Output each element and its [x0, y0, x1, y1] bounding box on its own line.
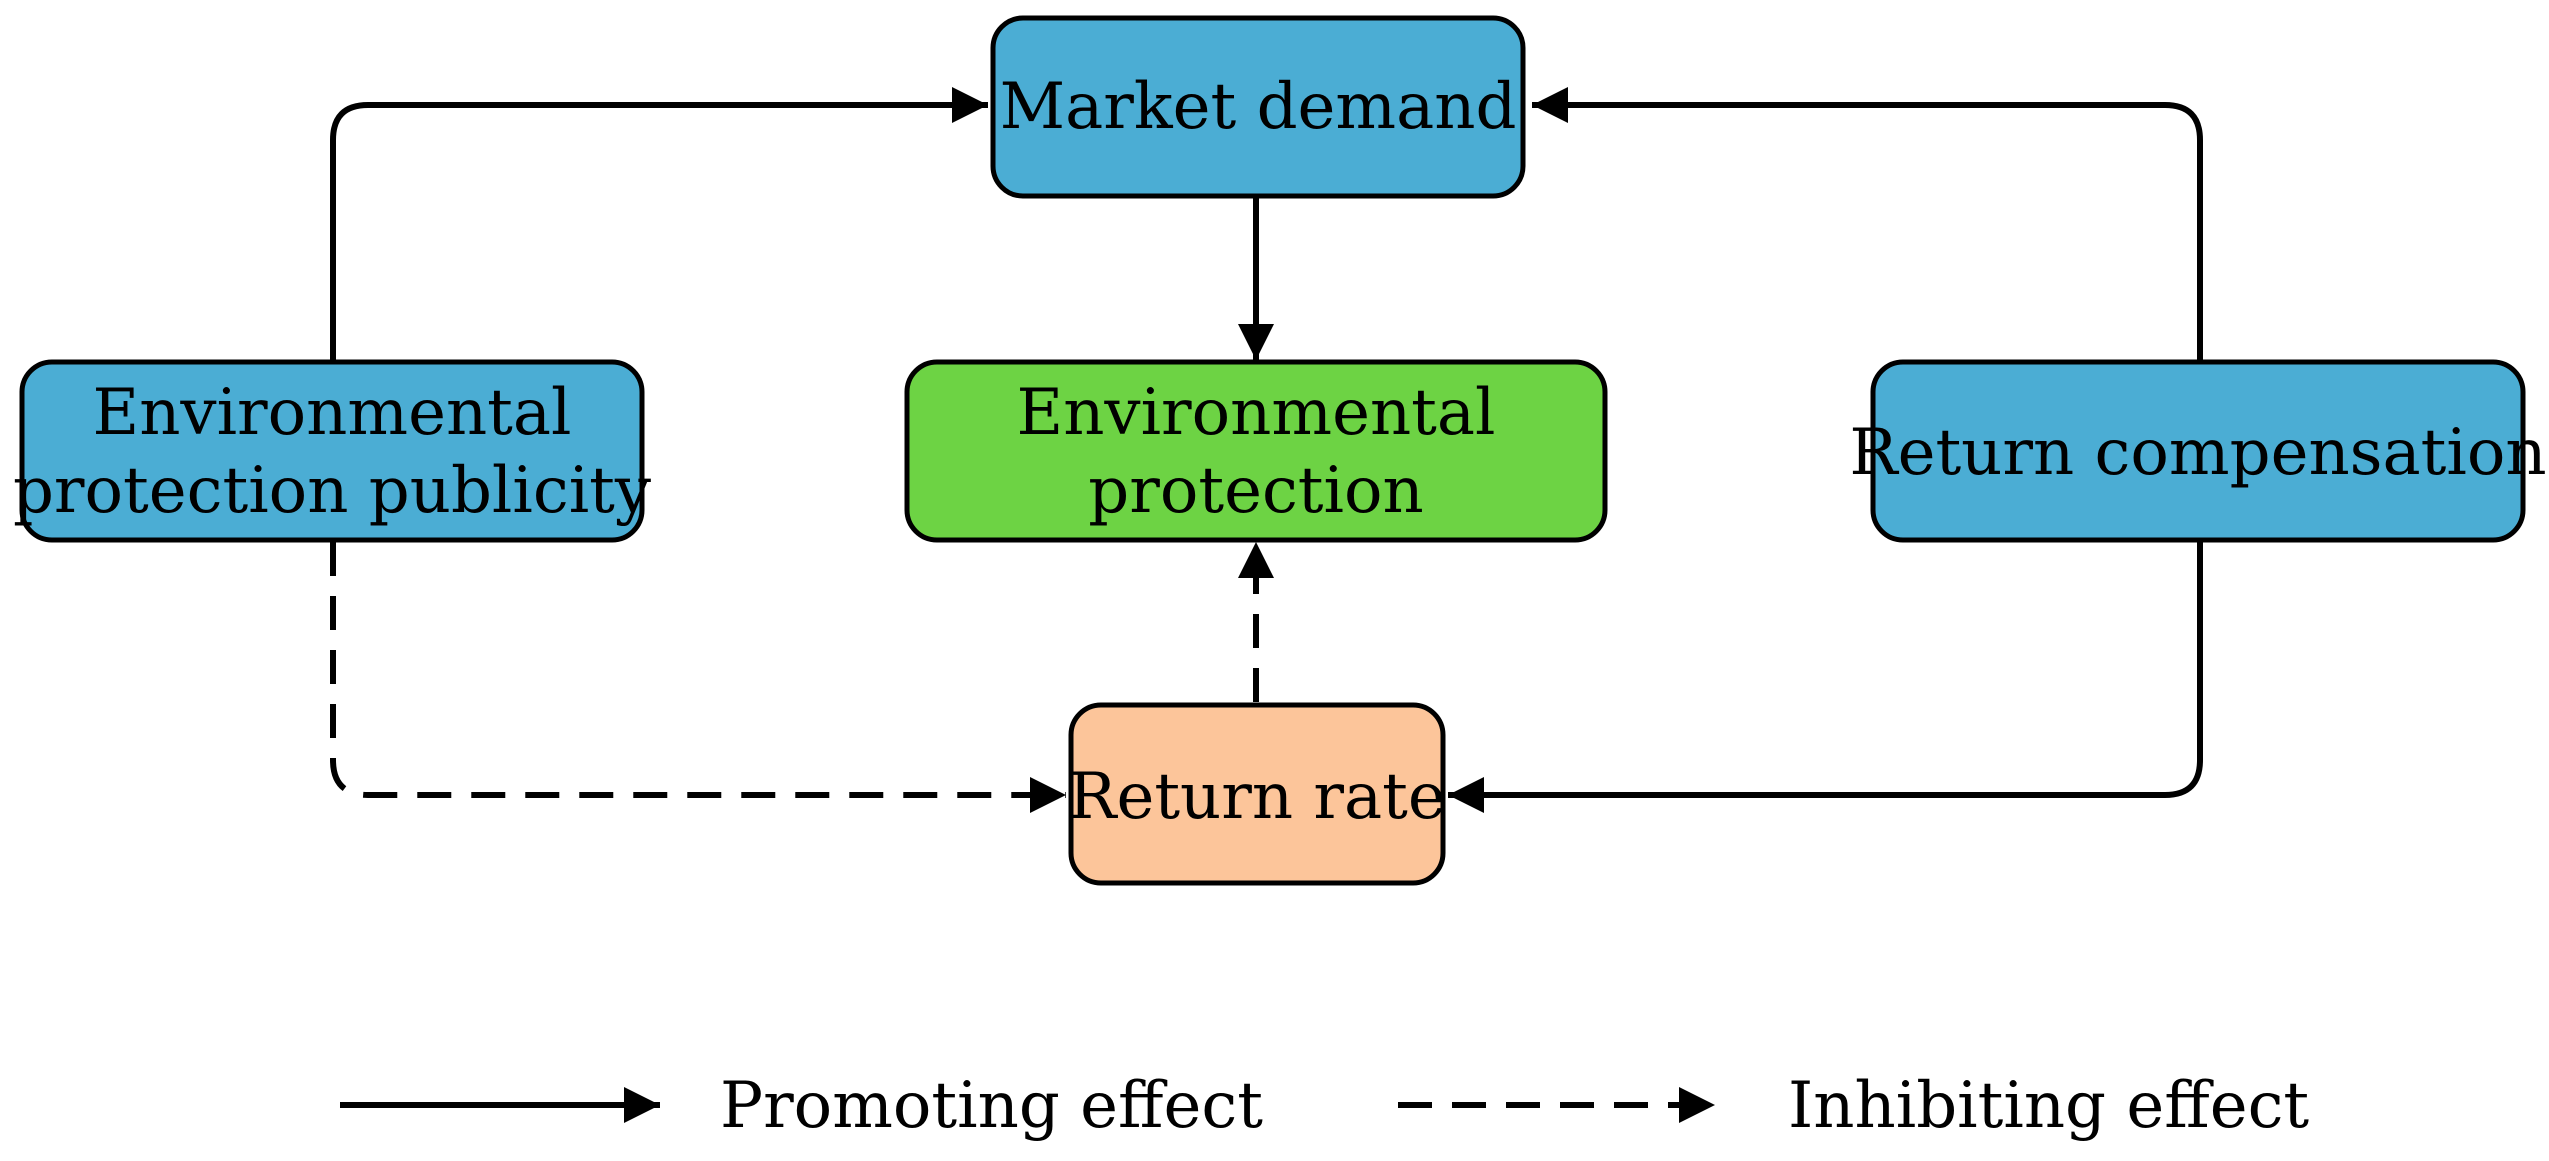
node-return-compensation-box: [1870, 359, 2526, 543]
edge-publicity-to-return-rate: [330, 542, 1066, 813]
node-market-demand: Market demand: [990, 15, 1526, 199]
node-env-publicity: Environmental protection publicity: [13, 359, 651, 543]
node-env-publicity-label-line1: Environmental: [92, 376, 571, 450]
node-env-publicity-box: [19, 359, 645, 543]
legend-promoting-label: Promoting effect: [720, 1069, 1263, 1143]
node-env-protection-label-line1: Environmental: [1016, 376, 1495, 450]
node-market-demand-box: [990, 15, 1526, 199]
node-return-rate-box: [1068, 702, 1446, 886]
node-env-protection-label-line2: protection: [1088, 454, 1423, 528]
node-env-protection-box: [904, 359, 1608, 543]
edge-publicity-to-market-demand: [330, 87, 988, 362]
node-return-compensation-label: Return compensation: [1849, 416, 2546, 490]
edge-compensation-to-market-demand: [1532, 87, 2203, 362]
node-return-compensation: Return compensation: [1849, 359, 2547, 543]
node-return-rate-label: Return rate: [1068, 760, 1446, 834]
node-env-publicity-label-line2: protection publicity: [13, 454, 651, 528]
legend-inhibiting-label: Inhibiting effect: [1788, 1069, 2309, 1143]
node-market-demand-label: Market demand: [1000, 70, 1517, 144]
node-env-protection: Environmental protection: [904, 359, 1608, 543]
legend: Promoting effect Inhibiting effect: [340, 1069, 2309, 1143]
edge-compensation-to-return-rate: [1448, 542, 2203, 813]
node-return-rate: Return rate: [1068, 702, 1446, 886]
